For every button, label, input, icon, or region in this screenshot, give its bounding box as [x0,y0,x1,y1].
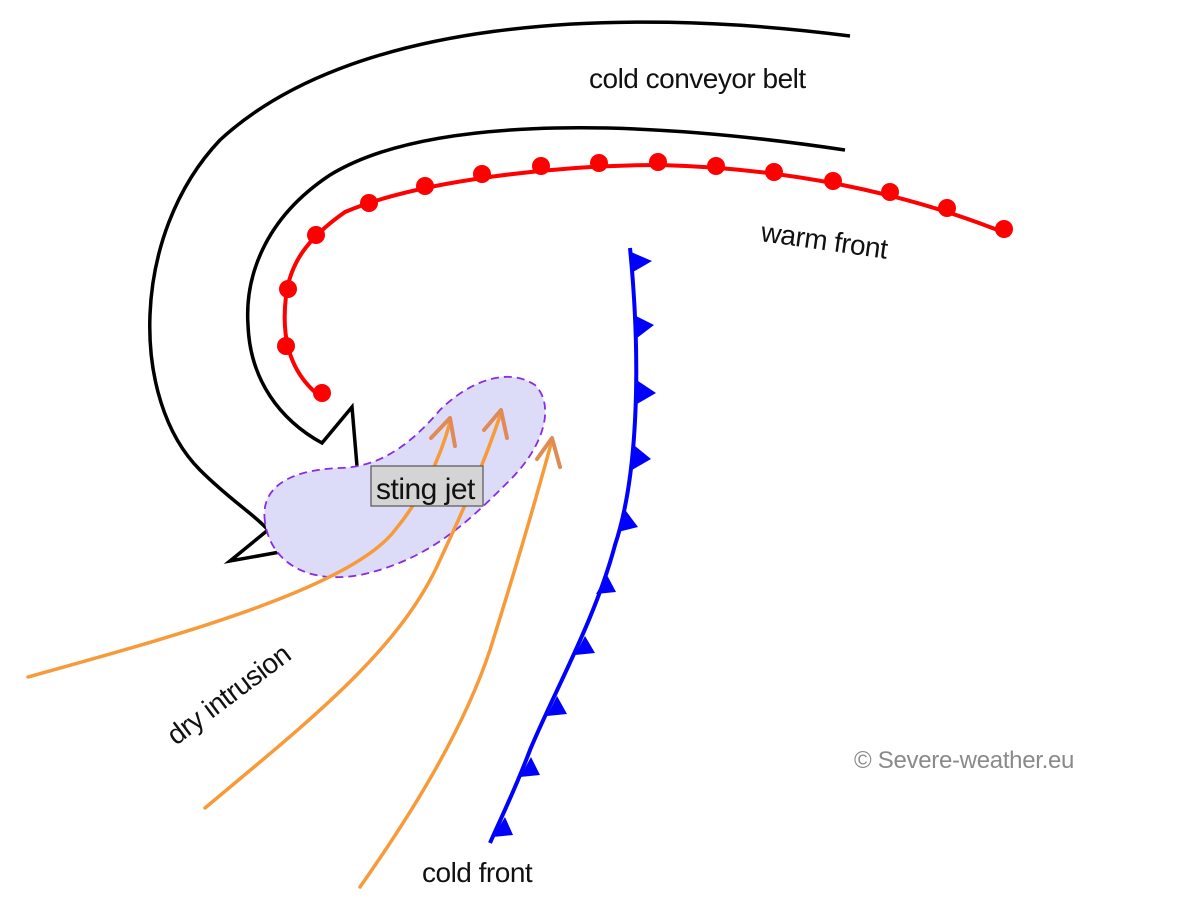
warm-front-line [282,163,1011,400]
cold-front-label: cold front [422,857,533,888]
dry-intrusion-arrowhead-2 [482,408,509,440]
sting-jet-label: sting jet [376,473,476,506]
copyright-label: © Severe-weather.eu [854,747,1074,774]
dry-intrusion-arrowhead-3 [535,436,562,469]
dry-intrusion-flow-3 [358,442,553,889]
dry-intrusion-arrowhead-1 [429,416,457,448]
cold-front-symbols [493,252,656,837]
warm-front-symbols [277,153,1013,402]
sting-jet-label-box [370,465,484,507]
warm-front-label: warm front [758,216,890,265]
dry-intrusion-arrowheads [429,408,562,469]
cold-front-line [488,247,639,844]
cold-conveyor-belt-label: cold conveyor belt [589,63,806,94]
dry-intrusion-label: dry intrusion [161,638,296,751]
